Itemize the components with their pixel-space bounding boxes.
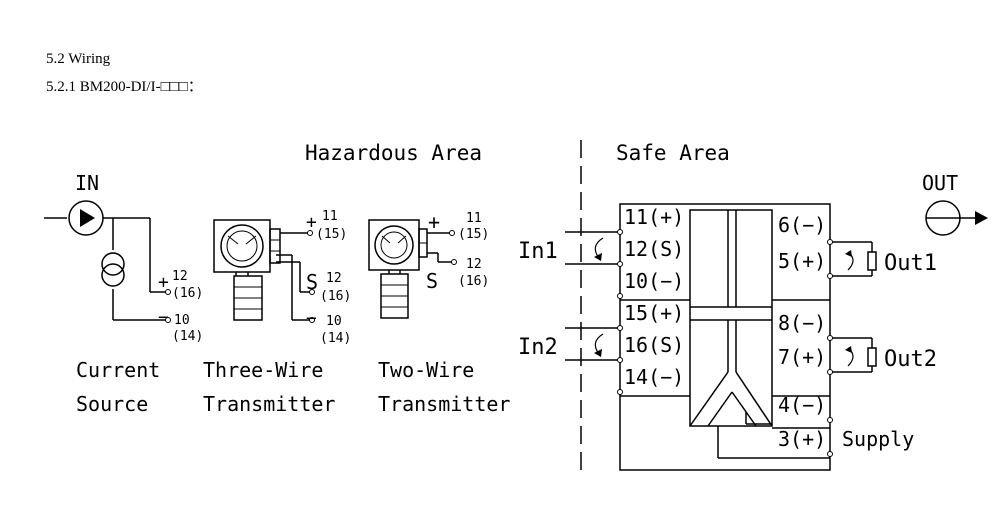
svg-text:(15): (15): [458, 227, 489, 242]
load-resistor-icon: [867, 251, 877, 271]
three-wire-caption-2: Transmitter: [203, 392, 335, 416]
terminal-8: 8(−): [778, 311, 826, 335]
two-wire-caption: Two-Wire: [378, 358, 474, 382]
section-heading: 5.2 Wiring: [46, 51, 111, 67]
svg-text:(16): (16): [458, 274, 489, 289]
svg-text:12: 12: [466, 257, 482, 272]
terminal-3: 3(+): [778, 427, 826, 451]
svg-text:(16): (16): [320, 289, 351, 304]
supply-label: Supply: [842, 427, 914, 451]
hazardous-area-label: Hazardous Area: [305, 141, 482, 165]
terminal-12: 12(S): [624, 237, 684, 261]
in-label: IN: [75, 171, 99, 195]
svg-text:10: 10: [174, 313, 190, 328]
current-source: + 12 (16) − 10 (14) Current Source: [76, 218, 203, 416]
right-terminal-block: 6(−) 5(+) 8(−) 7(+) 4(−) 3(+): [778, 213, 833, 457]
out1-load: Out1: [832, 241, 937, 277]
three-wire-caption: Three-Wire: [203, 358, 323, 382]
svg-text:+: +: [428, 210, 440, 234]
load-resistor-icon: [867, 347, 877, 367]
terminal-11: 11(+): [624, 205, 684, 229]
svg-text:12: 12: [326, 271, 342, 286]
safe-area-label: Safe Area: [616, 141, 730, 165]
terminal-10: 10(−): [624, 269, 684, 293]
current-source-caption: Current: [76, 358, 160, 382]
terminal-7: 7(+): [778, 345, 826, 369]
isolator-module: [619, 203, 831, 471]
svg-text:(16): (16): [172, 286, 203, 301]
svg-text:11: 11: [466, 211, 482, 226]
svg-text:S: S: [426, 269, 438, 293]
svg-text:(14): (14): [320, 331, 351, 346]
current-source-symbol-icon: [101, 252, 125, 287]
terminal-14: 14(−): [624, 365, 684, 389]
in2-label: In2: [518, 335, 558, 360]
svg-text:S: S: [306, 270, 318, 294]
terminal-4: 4(−): [778, 393, 826, 417]
terminal-6: 6(−): [778, 213, 826, 237]
svg-text:11: 11: [322, 209, 338, 224]
svg-text:(14): (14): [172, 329, 203, 344]
svg-text:+: +: [158, 272, 169, 293]
terminal-5: 5(+): [778, 249, 826, 273]
output-arrow-icon: OUT: [922, 171, 988, 236]
in1-label: In1: [518, 239, 558, 264]
svg-text:10: 10: [326, 314, 342, 329]
two-wire-transmitter: + 11 (15) S 12 (16) Two-Wire Transmitter: [368, 210, 510, 416]
out2-label: Out2: [884, 347, 937, 372]
left-terminal-block: 11(+) 12(S) 10(−) 15(+) 16(S) 14(−): [565, 205, 684, 395]
svg-text:(15): (15): [316, 227, 347, 242]
two-wire-caption-2: Transmitter: [378, 392, 510, 416]
transmitter-icon: [213, 219, 281, 321]
input-arrow-icon: IN: [44, 171, 150, 236]
current-source-caption-2: Source: [76, 392, 148, 416]
svg-text:+: +: [306, 212, 317, 233]
svg-text:−: −: [306, 308, 317, 329]
out-label: OUT: [922, 171, 958, 195]
three-wire-transmitter: + 11 (15) S 12 (16) − 10 (14) Three-Wire…: [203, 209, 351, 416]
svg-text:−: −: [158, 307, 169, 328]
out1-label: Out1: [884, 251, 937, 276]
terminal-16: 16(S): [624, 333, 684, 357]
transmitter-icon: [368, 219, 428, 319]
terminal-15: 15(+): [624, 301, 684, 325]
svg-text:12: 12: [172, 269, 188, 284]
out2-load: Out2: [832, 337, 937, 373]
subsection-heading: 5.2.1 BM200-DI/I-□□□：: [46, 79, 203, 95]
